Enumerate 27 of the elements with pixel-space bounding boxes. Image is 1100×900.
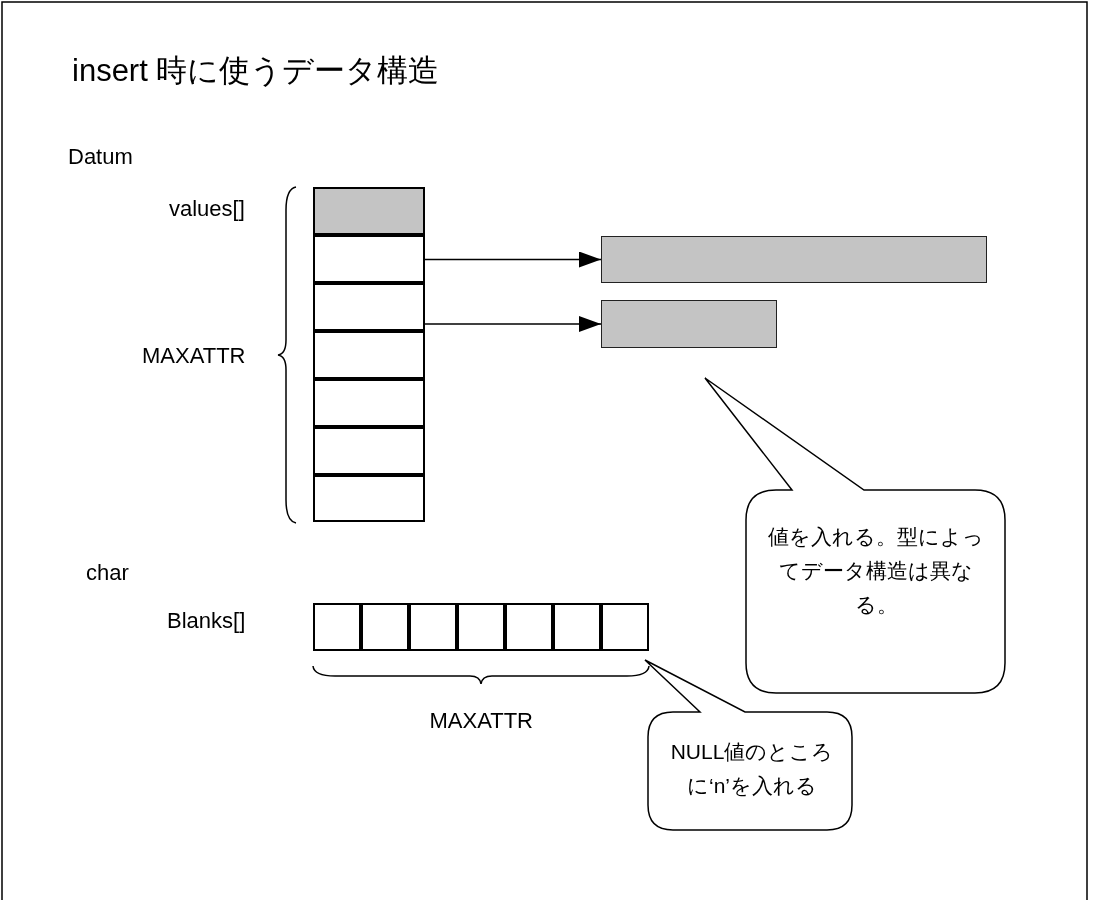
array-cell: [553, 603, 601, 651]
array-cell: [313, 603, 361, 651]
struct-name: Datum: [68, 144, 133, 170]
array-cell: [457, 603, 505, 651]
array-cell: [313, 475, 425, 522]
size-label: MAXATTR: [429, 708, 533, 734]
value-box: [601, 236, 987, 283]
array-cell: [313, 235, 425, 283]
array-cell: [313, 427, 425, 475]
field-name: values[]: [169, 196, 245, 222]
title: insert 時に使うデータ構造: [72, 52, 440, 90]
field-name: Blanks[]: [167, 608, 246, 634]
array-cell: [361, 603, 409, 651]
array-cell: [313, 379, 425, 427]
arrow: [424, 316, 602, 332]
callout-text: 値を入れる。型によってデータ構造は異なる。: [767, 524, 985, 618]
callout-text: NULL値のところに‘n’を入れる: [669, 739, 835, 799]
array-cell: [313, 331, 425, 379]
value-box: [601, 300, 777, 348]
array-cell: [313, 283, 425, 331]
array-cell: [601, 603, 649, 651]
array-cell: [313, 187, 425, 235]
array-cell: [409, 603, 457, 651]
array-cell: [505, 603, 553, 651]
type-name: char: [86, 560, 129, 586]
arrow: [424, 251, 602, 268]
size-label: MAXATTR: [142, 343, 246, 369]
